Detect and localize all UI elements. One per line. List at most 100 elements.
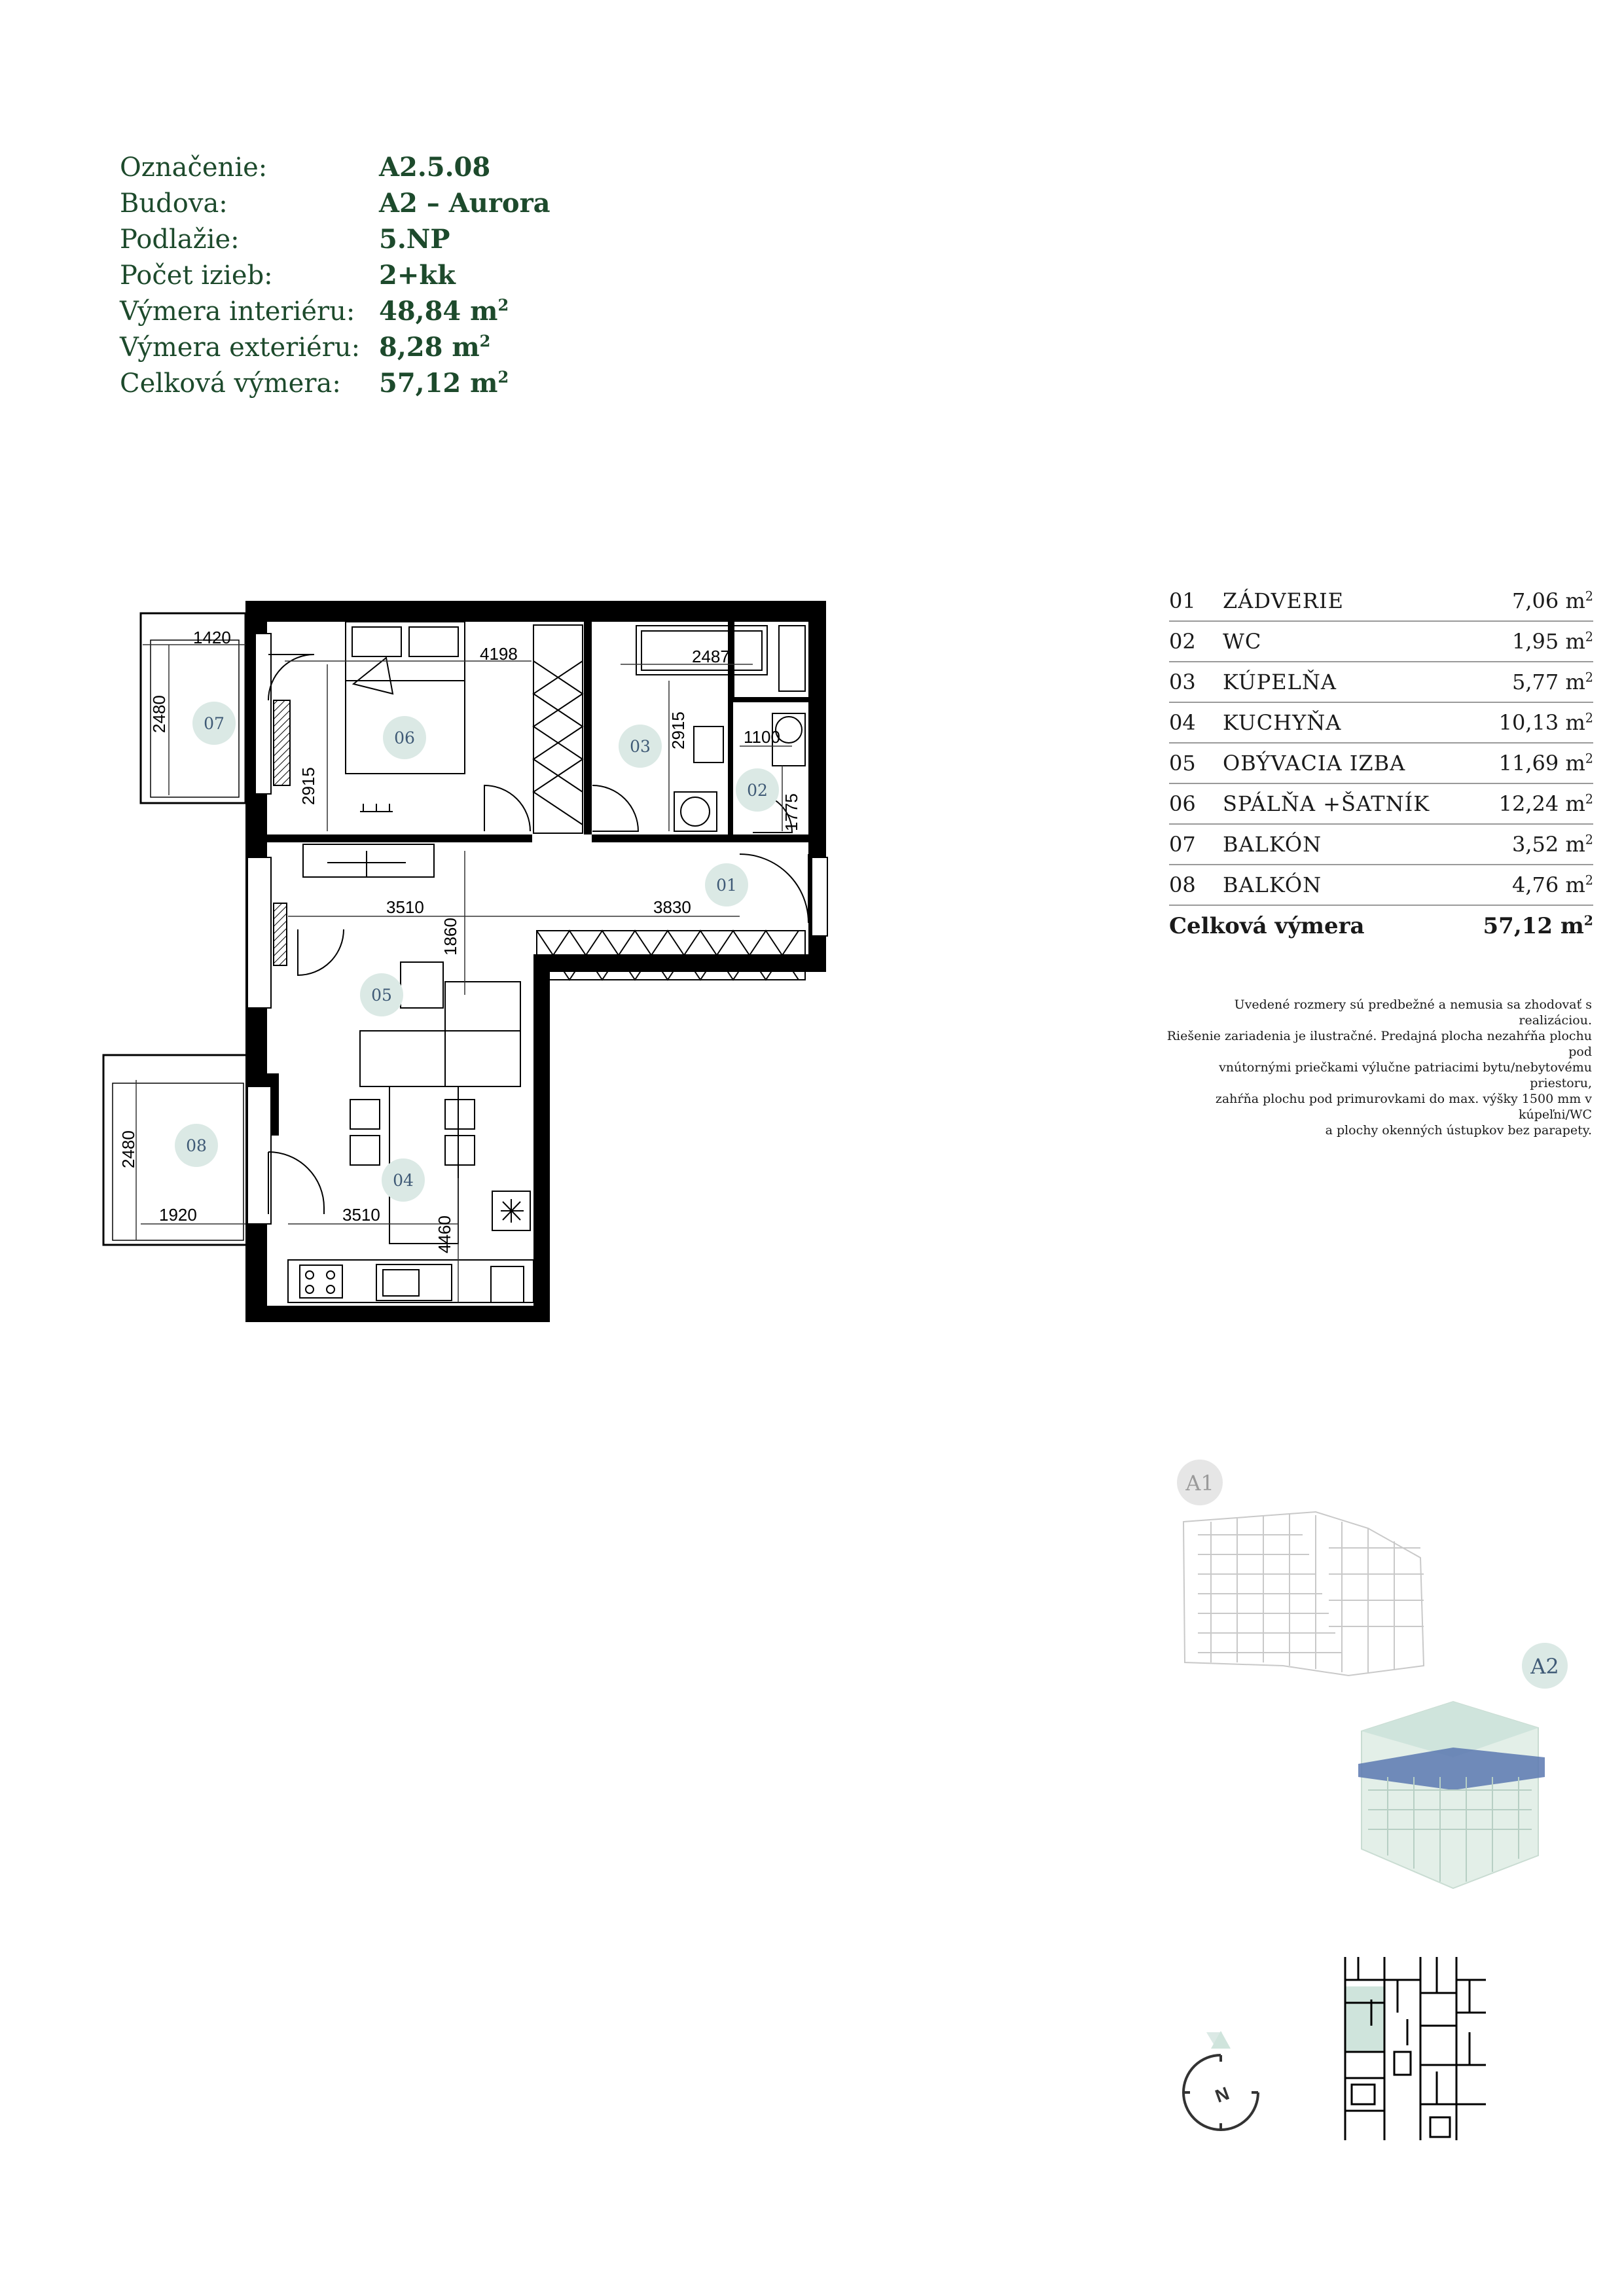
room-number: 06: [1169, 791, 1196, 816]
info-row: Označenie: A2.5.08: [120, 152, 550, 188]
building-a1-label: A1: [1185, 1471, 1214, 1496]
room-number: 03: [1169, 670, 1196, 694]
room-total-row: Celková výmera 57,12 m2: [1169, 906, 1593, 946]
room-row: 07 BALKÓN 3,52 m2: [1169, 825, 1593, 865]
room-area: 7,06 m2: [1512, 588, 1593, 613]
room-number: 01: [1169, 588, 1196, 613]
dim-2915: 2915: [298, 767, 318, 805]
room-tag-08: 08: [186, 1136, 207, 1155]
note-line: vnútornými priečkami výlučne patriacimi …: [1219, 1060, 1592, 1090]
dim-3830: 3830: [653, 897, 691, 917]
dim-1420: 1420: [193, 628, 231, 647]
room-number: 04: [1169, 710, 1196, 735]
windows: [247, 633, 828, 1225]
room-row: 05 OBÝVACIA IZBA 11,69 m2: [1169, 744, 1593, 784]
info-value: A2.5.08: [379, 152, 491, 183]
room-name: BALKÓN: [1223, 832, 1322, 857]
hall-wardrobe: [536, 929, 806, 981]
dim-3510: 3510: [386, 897, 424, 917]
room-row: 04 KUCHYŇA 10,13 m2: [1169, 703, 1593, 744]
compass-letter: N: [1212, 2083, 1232, 2106]
room-name: BALKÓN: [1223, 872, 1322, 897]
compass: N: [1182, 2031, 1259, 2131]
dim-2480: 2480: [149, 695, 169, 733]
note-line: a plochy okenných ústupkov bez parapety.: [1325, 1123, 1592, 1138]
info-row: Výmera exteriéru: 8,28 m2: [120, 332, 550, 368]
dim-1920: 1920: [159, 1205, 197, 1225]
info-row: Výmera interiéru: 48,84 m2: [120, 296, 550, 332]
kitchen-counter: [287, 1191, 534, 1303]
north-arrow: [1206, 2032, 1222, 2045]
room-area: 1,95 m2: [1512, 629, 1593, 654]
building-a2-label: A2: [1530, 1654, 1559, 1679]
disclaimer-note: Uvedené rozmery sú predbežné a nemusia s…: [1160, 997, 1592, 1138]
room-name: ZÁDVERIE: [1223, 588, 1344, 613]
bedroom-desk: [273, 700, 393, 812]
exterior-walls: [245, 601, 826, 1322]
info-value: 57,12 m2: [379, 367, 509, 399]
room-name: SPÁLŇA +ŠATNÍK: [1223, 791, 1430, 816]
info-value: 8,28 m2: [379, 331, 491, 363]
info-label: Výmera exteriéru:: [120, 332, 361, 363]
room-row: 06 SPÁLŇA +ŠATNÍK 12,24 m2: [1169, 784, 1593, 825]
doors: [268, 654, 809, 1214]
dim-3510-b: 3510: [342, 1205, 380, 1225]
dimension-labels: 1420 2480 4198 2915 2487 2915 1100 1775 …: [118, 628, 801, 1253]
room-area: 5,77 m2: [1512, 670, 1593, 694]
room-row: 03 KÚPELŇA 5,77 m2: [1169, 662, 1593, 703]
dim-4460: 4460: [435, 1215, 454, 1253]
room-row: 01 ZÁDVERIE 7,06 m2: [1169, 581, 1593, 622]
building-a1: [1177, 1460, 1425, 1677]
dim-1100: 1100: [744, 727, 780, 747]
total-value: 57,12 m2: [1483, 912, 1593, 939]
apartment-info: Označenie: A2.5.08 Budova: A2 – Aurora P…: [120, 152, 550, 404]
info-label: Výmera interiéru:: [120, 296, 355, 327]
room-area: 12,24 m2: [1498, 791, 1593, 816]
dim-2487: 2487: [692, 647, 730, 666]
info-value: A2 – Aurora: [379, 188, 550, 219]
room-tag-05: 05: [371, 986, 392, 1005]
building-illustration: A1 A2: [1177, 1460, 1568, 1890]
dim-4198: 4198: [480, 644, 518, 664]
total-label: Celková výmera: [1169, 913, 1365, 939]
apartment-highlight: [1345, 1986, 1384, 2052]
info-row: Počet izieb: 2+kk: [120, 260, 550, 296]
dim-2915-bath: 2915: [668, 711, 688, 749]
site-plan: [1344, 1957, 1486, 2140]
info-row: Podlažie: 5.NP: [120, 224, 550, 260]
wardrobe: [532, 624, 584, 834]
info-label: Podlažie:: [120, 224, 240, 255]
note-line: Riešenie zariadenia je ilustračné. Preda…: [1166, 1029, 1592, 1059]
room-row: 08 BALKÓN 4,76 m2: [1169, 865, 1593, 906]
room-number: 02: [1169, 629, 1196, 654]
note-line: Uvedené rozmery sú predbežné a nemusia s…: [1234, 997, 1592, 1028]
room-name: KUCHYŇA: [1223, 710, 1342, 735]
room-area: 10,13 m2: [1498, 710, 1593, 735]
room-number: 05: [1169, 751, 1196, 776]
room-area: 3,52 m2: [1512, 832, 1593, 857]
room-tag-06: 06: [394, 728, 415, 747]
info-value: 5.NP: [379, 224, 450, 255]
info-label: Celková výmera:: [120, 368, 341, 399]
note-line: zahŕňa plochu pod primurovkami do max. v…: [1215, 1092, 1592, 1122]
dim-2480-b: 2480: [118, 1130, 138, 1168]
room-name: WC: [1223, 629, 1262, 654]
room-area: 4,76 m2: [1512, 872, 1593, 897]
dim-1860: 1860: [441, 918, 460, 956]
room-area: 11,69 m2: [1498, 751, 1593, 776]
room-table: 01 ZÁDVERIE 7,06 m2 02 WC 1,95 m2 03 KÚP…: [1169, 581, 1593, 946]
room-tags: 01 02 03 04 05 06 07 08: [175, 702, 779, 1202]
building-a2: [1358, 1643, 1568, 1890]
room-name: KÚPELŇA: [1223, 670, 1337, 694]
room-tag-07: 07: [204, 714, 225, 733]
room-number: 07: [1169, 832, 1196, 857]
info-value: 2+kk: [379, 260, 456, 291]
room-tag-04: 04: [393, 1171, 414, 1190]
room-row: 02 WC 1,95 m2: [1169, 622, 1593, 662]
room-name: OBÝVACIA IZBA: [1223, 751, 1406, 776]
living-furniture: [302, 844, 521, 1244]
info-label: Počet izieb:: [120, 260, 273, 291]
info-label: Označenie:: [120, 152, 268, 183]
info-row: Budova: A2 – Aurora: [120, 188, 550, 224]
info-row: Celková výmera: 57,12 m2: [120, 368, 550, 404]
